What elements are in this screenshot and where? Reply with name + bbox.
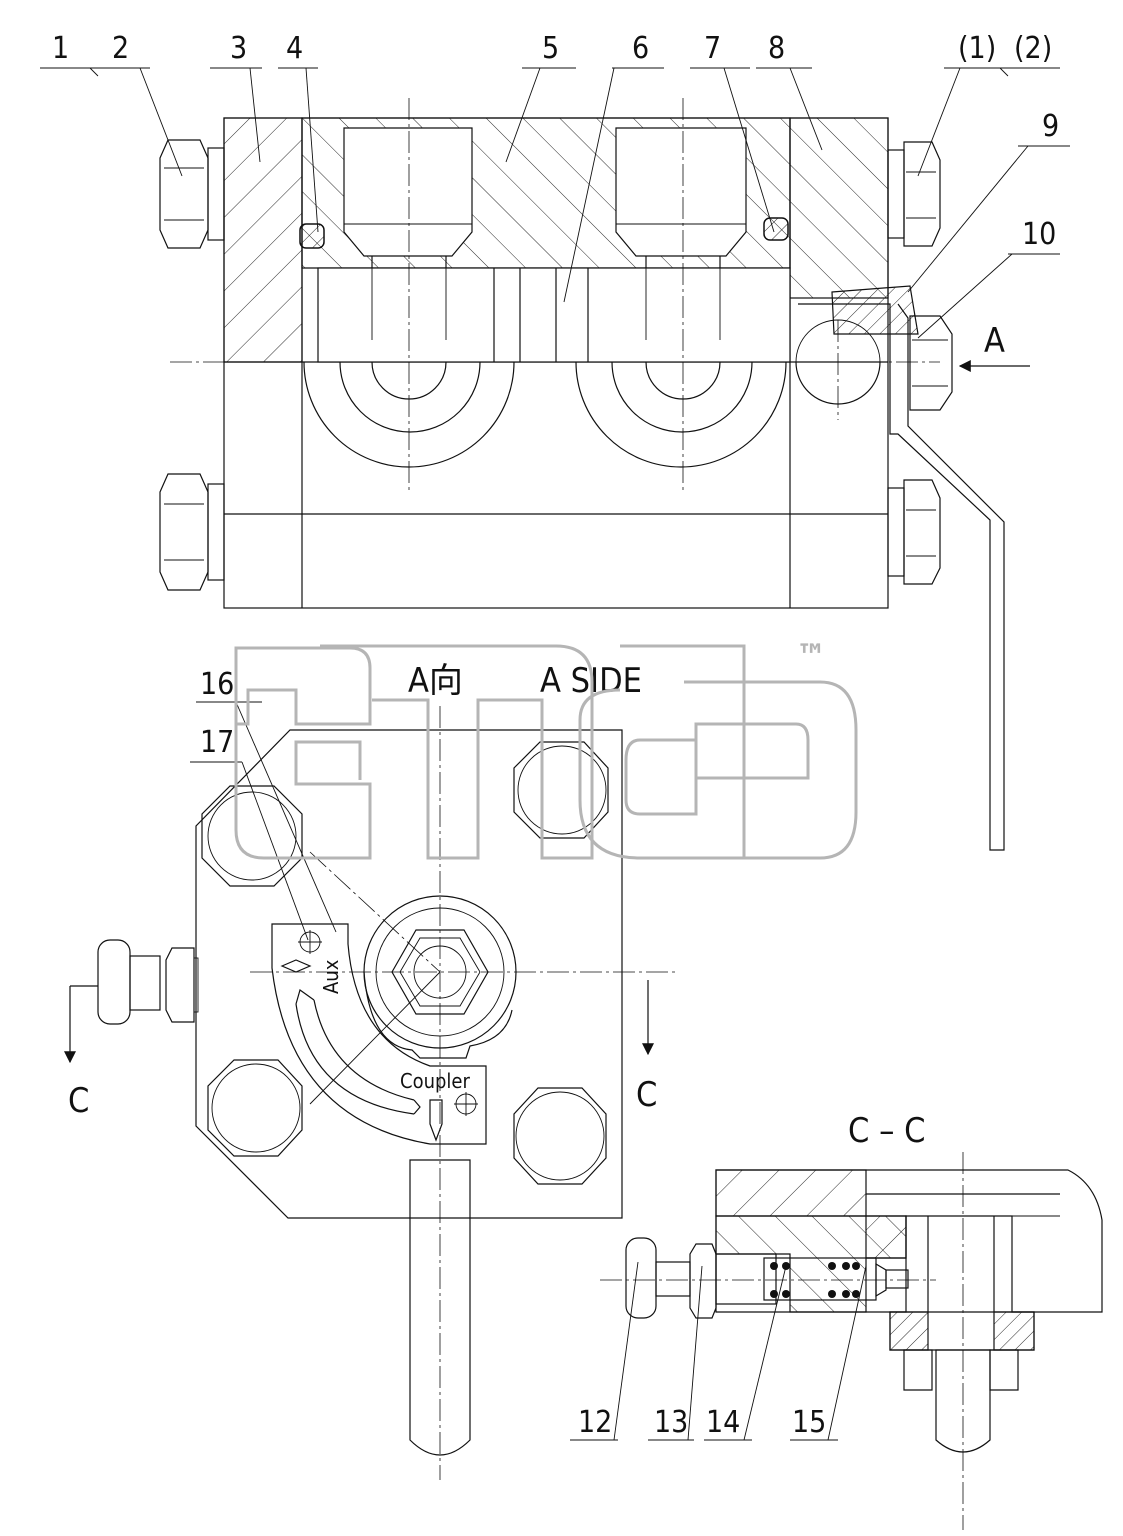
corner-bolt-bottom-right [513, 1087, 607, 1185]
view-title-cn: A向 [408, 661, 463, 701]
callout-8: 8 [768, 31, 785, 66]
callout-10: 10 [1022, 217, 1056, 252]
a-side-plate-outline [195, 729, 623, 1219]
callout-15: 15 [792, 1405, 826, 1440]
watermark-logo: ™ [234, 637, 858, 860]
callout-9: 9 [1042, 109, 1059, 144]
callout-17: 17 [200, 725, 234, 760]
callout-4: 4 [286, 31, 303, 66]
callout-16: 16 [200, 667, 234, 702]
end-plate-left [223, 117, 303, 363]
section-mark-c-right: C [636, 1075, 657, 1115]
corner-bolt-top-left [201, 785, 303, 887]
indicator-plate [271, 923, 487, 1145]
top-leader-lines [40, 67, 1070, 339]
callout-3: 3 [230, 31, 247, 66]
callout-13: 13 [654, 1405, 688, 1440]
hex-bolt-top-right [887, 141, 941, 247]
aux-label: Aux [319, 959, 343, 994]
detent-plunger [600, 1237, 936, 1319]
corner-bolt-bottom-left [207, 1059, 303, 1157]
corner-bolt-top-right [513, 741, 609, 839]
o-ring-right [763, 217, 789, 241]
callout-14: 14 [706, 1405, 740, 1440]
callout-1: 1 [52, 31, 69, 66]
top-callouts: 1 2 3 4 5 6 7 8 (1) (2) 9 10 A [52, 31, 1059, 361]
top-sectional-view [159, 98, 1030, 851]
lever-bracket [798, 285, 1005, 851]
trademark-symbol: ™ [796, 637, 827, 677]
hex-bolt-top-left [159, 139, 225, 249]
o-ring-left [299, 223, 325, 249]
section-mark-c-left: C [68, 1081, 89, 1121]
detent-knob-left [97, 939, 199, 1025]
callout-12: 12 [578, 1405, 612, 1440]
callout-7: 7 [704, 31, 721, 66]
section-title-cc: C – C [848, 1111, 925, 1151]
callout-p2: (2) [1014, 31, 1052, 66]
callout-p1: (1) [958, 31, 996, 66]
callout-6: 6 [632, 31, 649, 66]
end-plate-right [789, 117, 889, 299]
hex-bolt-bottom-right [887, 479, 941, 585]
a-side-view: A向 A SIDE [64, 661, 676, 1480]
callout-5: 5 [542, 31, 559, 66]
coupler-label: Coupler [400, 1069, 470, 1093]
c-c-section-view: C – C [570, 1111, 1103, 1530]
hex-bolt-bottom-left [159, 473, 225, 591]
callout-2: 2 [112, 31, 129, 66]
view-label-a: A [984, 321, 1005, 361]
selector-lever-handle [409, 1159, 471, 1456]
